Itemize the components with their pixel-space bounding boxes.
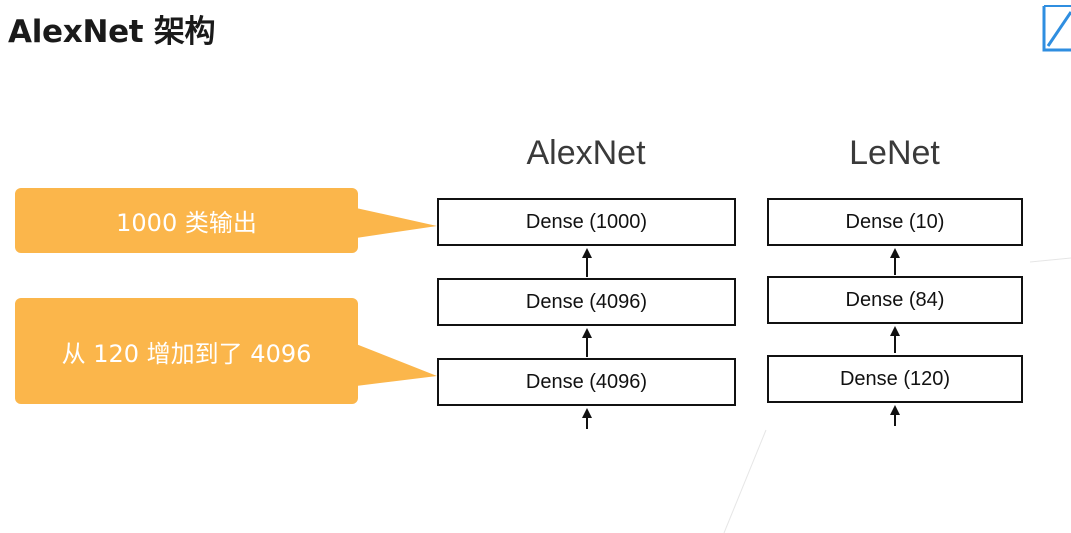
alexnet-layer-output: Dense (1000) [437,198,736,246]
book-logo-icon [1040,0,1071,52]
callout-output-classes: 1000 类输出 [15,188,358,253]
alexnet-layer-hidden-2: Dense (4096) [437,278,736,326]
alexnet-layer-hidden-1: Dense (4096) [437,358,736,406]
lenet-column-title: LeNet [849,134,940,172]
page-title: AlexNet 架构 [8,14,216,50]
lenet-layer-hidden-2: Dense (84) [767,276,1023,324]
callout-width-increase: 从 120 增加到了 4096 [15,298,358,404]
alexnet-column-title: AlexNet [526,134,646,172]
lenet-layer-hidden-1: Dense (120) [767,355,1023,403]
lenet-layer-output: Dense (10) [767,198,1023,246]
